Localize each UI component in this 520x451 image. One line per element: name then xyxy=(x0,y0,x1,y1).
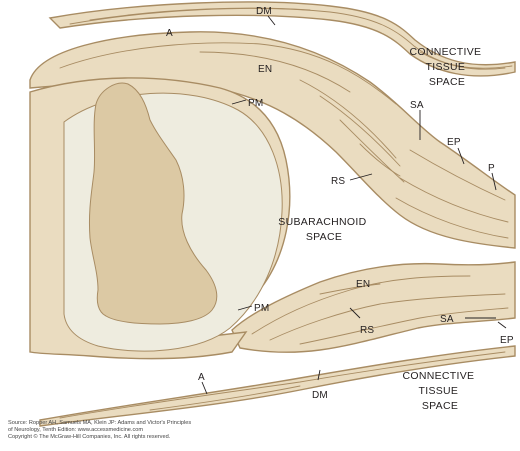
label-sa-bottom: SA xyxy=(440,314,454,325)
label-rs-upper: RS xyxy=(331,176,345,187)
source-citation: Source: Ropper AH, Samuels MA, Klein JP:… xyxy=(8,420,308,442)
subarachnoid-space-label: SUBARACHNOID SPACE xyxy=(278,216,369,243)
leader-lines xyxy=(201,15,507,395)
source-line-3: Copyright © The McGraw-Hill Companies, I… xyxy=(8,434,171,441)
label-sa-top: SA xyxy=(410,100,424,111)
source-line-2: of Neurology, Tenth Edition: www.accessm… xyxy=(8,427,144,434)
label-ep-top: EP xyxy=(447,137,461,148)
source-line-1: Source: Ropper AH, Samuels MA, Klein JP:… xyxy=(8,420,192,426)
lower-root-sheath xyxy=(231,261,516,353)
connective-line-3: SPACE xyxy=(429,76,465,88)
connective-line-2: TISSUE xyxy=(426,61,466,73)
subarachnoid-line-2: SPACE xyxy=(306,231,342,243)
label-rs-lower: RS xyxy=(360,325,374,336)
connective-bottom-line-3: SPACE xyxy=(422,400,458,412)
spinal-cord-gray-matter xyxy=(88,82,218,325)
dura-mater-bottom-band xyxy=(39,345,516,427)
label-a-top: A xyxy=(166,28,173,39)
label-ep-bottom: EP xyxy=(500,335,514,346)
connective-line-1: CONNECTIVE xyxy=(409,46,481,58)
dura-mater-top-band xyxy=(48,1,516,77)
label-pm-top: PM xyxy=(248,98,263,109)
label-dm-bottom: DM xyxy=(312,390,328,401)
label-pm-bottom: PM xyxy=(254,303,269,314)
connective-tissue-label-bottom: CONNECTIVE TISSUE SPACE xyxy=(402,370,477,412)
connective-bottom-line-1: CONNECTIVE xyxy=(402,370,474,382)
label-dm-top: DM xyxy=(256,6,272,17)
label-p-right: P xyxy=(488,163,495,174)
label-a-bottom: A xyxy=(198,372,205,383)
subarachnoid-line-1: SUBARACHNOID xyxy=(278,216,366,228)
label-en-top: EN xyxy=(258,64,272,75)
fibre-texture xyxy=(59,7,513,419)
label-en-bottom: EN xyxy=(356,279,370,290)
connective-bottom-line-2: TISSUE xyxy=(419,385,459,397)
connective-tissue-label-top: CONNECTIVE TISSUE SPACE xyxy=(409,46,484,88)
